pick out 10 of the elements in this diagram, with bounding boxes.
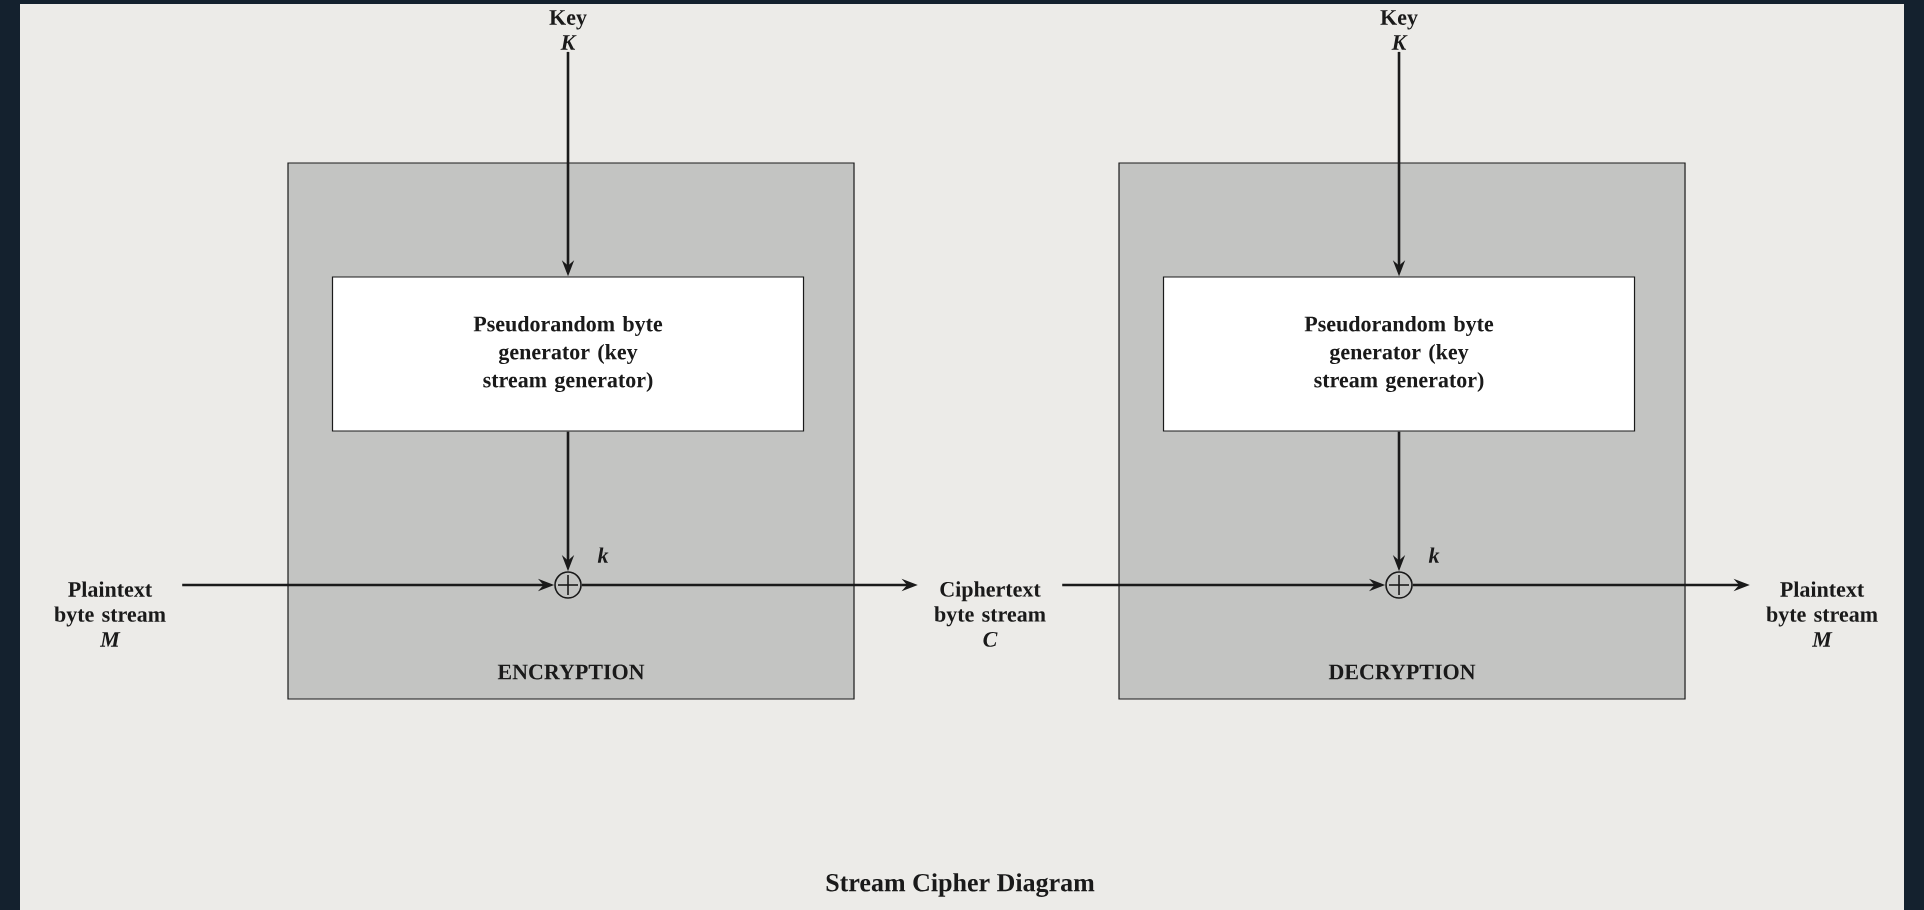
keystream-label: k — [1428, 547, 1440, 563]
stream-label: Plaintext byte stream M — [54, 581, 166, 647]
stream-label: Plaintext byte stream M — [1766, 581, 1878, 647]
stream-label: Ciphertext byte stream C — [934, 581, 1046, 647]
keystream-label: k — [597, 547, 609, 563]
key-label: Key K — [1380, 10, 1418, 50]
generator-box: Pseudorandom byte generator (key stream generator) — [1162, 276, 1636, 432]
generator-box: Pseudorandom byte generator (key stream generator) — [331, 276, 805, 432]
diagram-title: Stream Cipher Diagram — [826, 873, 1095, 897]
key-label: Key K — [549, 10, 587, 50]
